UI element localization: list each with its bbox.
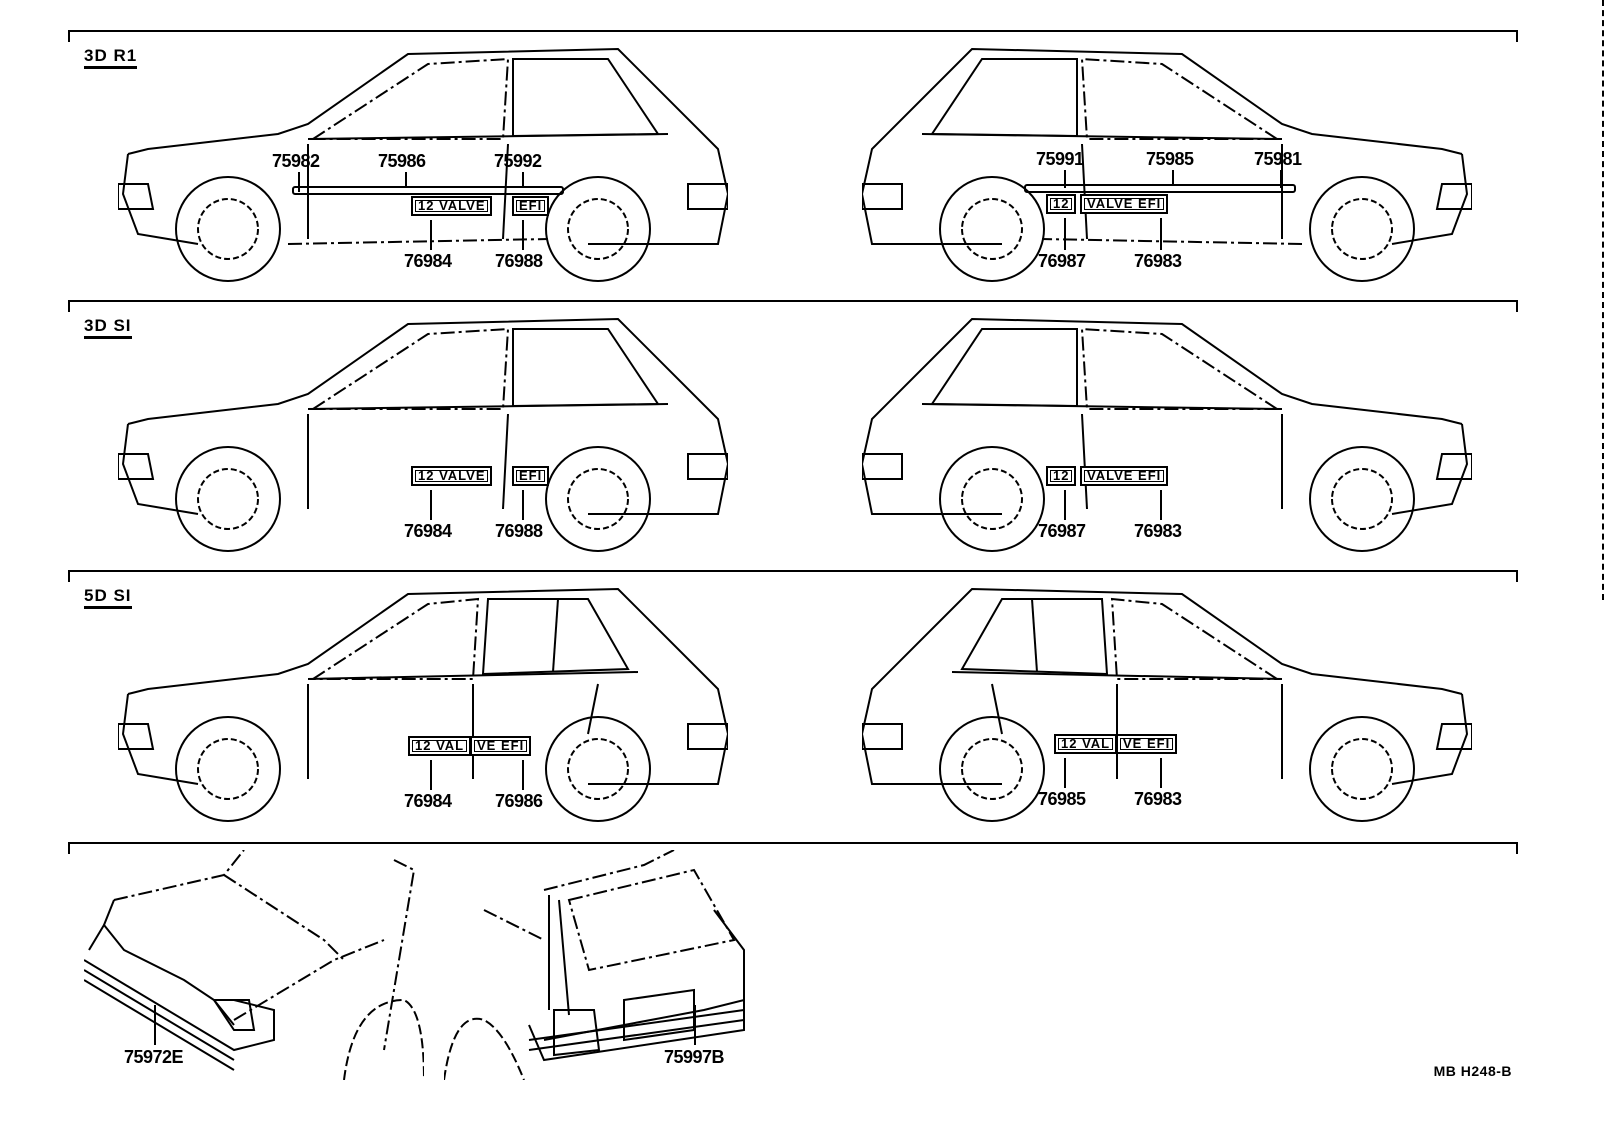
part-number: 76984 xyxy=(404,251,452,271)
part-number: 76987 xyxy=(1038,251,1086,271)
part-number: 75981 xyxy=(1254,149,1302,169)
section-5d-si: 5D SI xyxy=(68,570,1518,840)
leader-line xyxy=(1160,490,1162,520)
emblem-ve-efi: VE EFI xyxy=(470,736,532,756)
leader-line xyxy=(154,1005,156,1045)
section-title: 3D SI xyxy=(84,316,132,339)
part-number: 76988 xyxy=(495,251,543,271)
page-edge xyxy=(1602,0,1604,600)
part-number: 76983 xyxy=(1134,789,1182,809)
part-number: 75991 xyxy=(1036,149,1084,169)
emblem-12-valve: 12 VALVE xyxy=(411,466,493,486)
part-number: 75992 xyxy=(494,151,542,171)
car-side-left-3d-r1 xyxy=(118,44,728,284)
car-side-right-5d-si xyxy=(862,584,1472,824)
leader-line xyxy=(522,760,524,790)
car-side-right-3d-si xyxy=(862,314,1472,554)
section-title: 3D R1 xyxy=(84,46,138,69)
leader-line xyxy=(522,220,524,250)
part-number: 76984 xyxy=(404,791,452,811)
emblem-12-valve: 12 VALVE xyxy=(411,196,493,216)
emblem-12: 12 xyxy=(1046,194,1077,214)
emblem-valve-efi: VALVE EFI xyxy=(1080,466,1169,486)
part-number: 76988 xyxy=(495,521,543,541)
leader-line xyxy=(522,490,524,520)
car-side-left-5d-si xyxy=(118,584,728,824)
front-bumper-view xyxy=(84,850,424,1080)
side-molding xyxy=(1024,184,1296,193)
leader-line xyxy=(1064,218,1066,250)
emblem-valve-efi: VALVE EFI xyxy=(1080,194,1169,214)
leader-line xyxy=(1172,170,1174,184)
leader-line xyxy=(405,172,407,187)
rear-bumper-view xyxy=(444,850,754,1080)
leader-line xyxy=(298,172,300,192)
section-3d-si: 3D SI xyxy=(68,300,1518,570)
leader-line xyxy=(1160,218,1162,250)
part-number-rear-bumper: 75997B xyxy=(664,1047,725,1067)
section-3d-r1: 3D R1 xyxy=(68,30,1518,300)
emblem-12: 12 xyxy=(1046,466,1077,486)
emblem-ve-efi: VE EFI xyxy=(1116,734,1178,754)
emblem-12-val: 12 VAL xyxy=(1054,734,1118,754)
emblem-efi: EFI xyxy=(512,196,550,216)
section-bumpers xyxy=(68,842,1518,1084)
part-number: 76986 xyxy=(495,791,543,811)
emblem-efi: EFI xyxy=(512,466,550,486)
leader-line xyxy=(430,490,432,520)
car-side-left-3d-si xyxy=(118,314,728,554)
leader-line xyxy=(430,760,432,790)
leader-line xyxy=(1064,170,1066,188)
section-title: 5D SI xyxy=(84,586,132,609)
part-number-front-bumper: 75972E xyxy=(124,1047,184,1067)
part-number: 76984 xyxy=(404,521,452,541)
leader-line xyxy=(1280,170,1282,188)
part-number: 76985 xyxy=(1038,789,1086,809)
part-number: 76987 xyxy=(1038,521,1086,541)
leader-line xyxy=(430,220,432,250)
part-number: 75982 xyxy=(272,151,320,171)
part-number: 75986 xyxy=(378,151,426,171)
emblem-12-val: 12 VAL xyxy=(408,736,472,756)
part-number: 76983 xyxy=(1134,521,1182,541)
side-molding xyxy=(292,186,564,195)
diagram-code: MB H248-B xyxy=(1433,1063,1512,1079)
part-number: 75985 xyxy=(1146,149,1194,169)
leader-line xyxy=(694,1005,696,1045)
leader-line xyxy=(1160,758,1162,788)
leader-line xyxy=(1064,758,1066,788)
leader-line xyxy=(522,172,524,187)
leader-line xyxy=(1064,490,1066,520)
part-number: 76983 xyxy=(1134,251,1182,271)
